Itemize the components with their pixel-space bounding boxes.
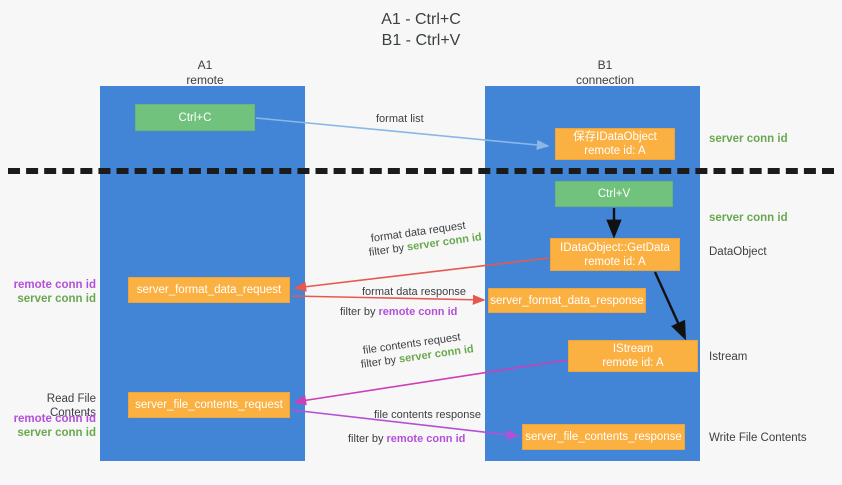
phase-separator (8, 168, 834, 174)
filter-key-remote-conn-id: remote conn id (386, 433, 466, 445)
annotation-server-conn-id-left-bottom: server conn id (17, 427, 96, 439)
annotation-conn-id-group-bottom: remote conn id server conn id (0, 412, 96, 440)
filter-prefix: filter by (348, 433, 387, 445)
edge-label-format-data-response-filter: filter by remote conn id (340, 305, 457, 320)
annotation-remote-conn-id-top: remote conn id (13, 279, 96, 291)
filter-prefix: filter by (340, 306, 379, 318)
node-server-file-contents-request[interactable]: server_file_contents_request (128, 392, 290, 418)
page-title: A1 - Ctrl+C B1 - Ctrl+V (381, 11, 461, 49)
node-idataobject-getdata[interactable]: IDataObject::GetData remote id: A (550, 238, 680, 271)
annotation-remote-conn-id-bottom: remote conn id (13, 413, 96, 425)
annotation-server-conn-id-mid: server conn id (709, 212, 788, 224)
lane-header-a1: A1 remote (186, 58, 224, 87)
node-ctrl-c[interactable]: Ctrl+C (135, 104, 255, 131)
node-istream[interactable]: IStream remote id: A (568, 340, 698, 372)
annotation-write-file-contents: Write File Contents (709, 432, 807, 444)
annotation-server-conn-id-top: server conn id (709, 133, 788, 145)
node-save-idataobject[interactable]: 保存IDataObject remote id: A (555, 128, 675, 160)
lane-header-b1: B1 connection (575, 58, 635, 87)
edge-label-file-contents-response-filter: filter by remote conn id (348, 432, 465, 447)
annotation-dataobject: DataObject (709, 246, 767, 258)
filter-prefix: filter by (360, 353, 400, 371)
edge-label-file-contents-response: file contents response (374, 409, 482, 421)
edge-label-format-list: format list (376, 113, 424, 125)
node-server-format-data-request[interactable]: server_format_data_request (128, 277, 290, 303)
annotation-server-conn-id-left-top: server conn id (17, 293, 96, 305)
annotation-conn-id-group-top: remote conn id server conn id (0, 278, 96, 306)
edge-label-format-data-response: format data response (362, 286, 466, 298)
filter-prefix: filter by (368, 241, 408, 259)
node-server-file-contents-response[interactable]: server_file_contents_response (522, 424, 685, 450)
filter-key-remote-conn-id: remote conn id (378, 306, 458, 318)
node-server-format-data-response[interactable]: server_format_data_response (488, 288, 646, 313)
annotation-istream: Istream (709, 351, 748, 363)
node-ctrl-v[interactable]: Ctrl+V (555, 181, 673, 207)
annotation-read-file-contents: Read File Contents (46, 393, 96, 419)
